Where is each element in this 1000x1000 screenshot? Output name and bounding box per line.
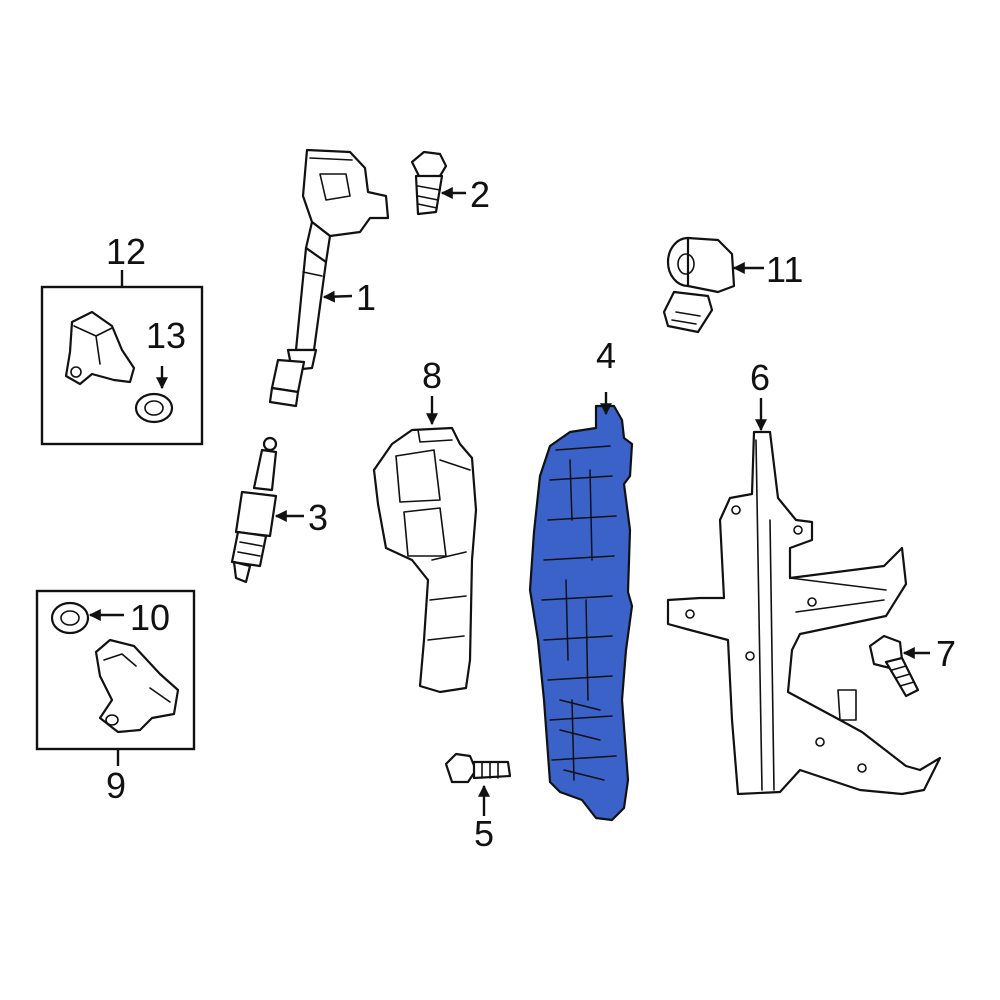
callout-7: 7 [936, 633, 956, 674]
callout-11: 11 [766, 249, 803, 290]
callout-10: 10 [130, 597, 170, 638]
bolt-part-7[interactable] [868, 634, 920, 698]
bolt-part-2[interactable] [410, 150, 448, 216]
callout-9: 9 [106, 765, 126, 806]
sensor-part-9[interactable] [94, 638, 180, 734]
sensor-part-12[interactable] [64, 310, 136, 386]
bolt-part-5[interactable] [444, 752, 512, 784]
bracket-part-6[interactable] [666, 430, 942, 796]
callout-12: 12 [106, 231, 146, 272]
callout-5: 5 [474, 813, 494, 854]
cover-part-8[interactable] [372, 426, 478, 694]
highlighted-part-4[interactable] [528, 404, 634, 822]
callout-8: 8 [422, 355, 442, 396]
o-ring-part-10[interactable] [50, 601, 90, 635]
ignition-coil-part-1[interactable] [268, 148, 390, 408]
callout-3: 3 [308, 497, 328, 538]
group-box-9 [35, 589, 196, 751]
knock-sensor-part-11[interactable] [662, 236, 736, 334]
callout-4: 4 [596, 335, 616, 376]
callout-2: 2 [470, 174, 490, 215]
o-ring-part-13[interactable] [134, 392, 174, 424]
spark-plug-part-3[interactable] [230, 436, 278, 584]
callout-1: 1 [356, 277, 376, 318]
callout-13: 13 [146, 315, 186, 356]
callout-6: 6 [750, 357, 770, 398]
